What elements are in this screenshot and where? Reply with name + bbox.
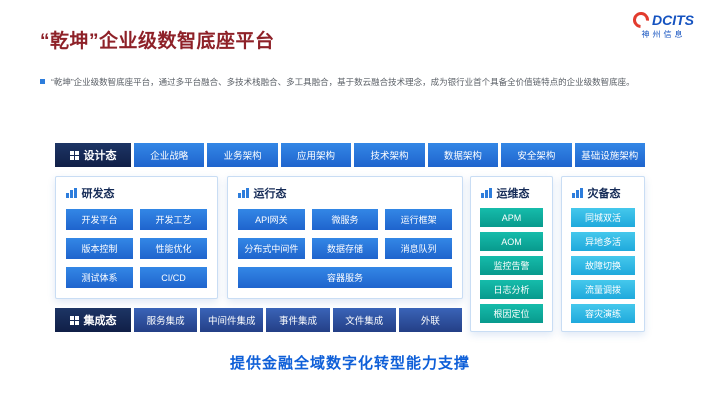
design-item: 数据架构 bbox=[427, 143, 499, 167]
ops-item: 日志分析 bbox=[480, 280, 543, 299]
ops-panel: 运维态 APM AOM 监控告警 日志分析 根因定位 bbox=[470, 176, 553, 332]
ops-label-text: 运维态 bbox=[496, 188, 530, 200]
design-item: 技术架构 bbox=[354, 143, 425, 167]
grid-icon bbox=[69, 315, 79, 325]
integration-item: 服务集成 bbox=[134, 308, 198, 332]
runtime-panel: 运行态 API网关 微服务 运行框架 分布式中间件 数据存储 消息队列 容器服务 bbox=[227, 176, 463, 299]
logo-row: DCITS bbox=[629, 8, 694, 32]
intro-text: “乾坤”企业级数智底座平台，通过多平台融合、多技术栈融合、多工具融合，基于数云融… bbox=[51, 77, 635, 87]
ops-panel-header: 运维态 bbox=[471, 177, 552, 201]
dr-label-text: 灾备态 bbox=[587, 188, 621, 200]
design-item: 安全架构 bbox=[501, 143, 572, 167]
dev-item: 测试体系 bbox=[66, 267, 133, 288]
logo-company-text: 神州信息 bbox=[641, 30, 686, 39]
dev-label-text: 研发态 bbox=[81, 188, 115, 200]
runtime-item: 运行框架 bbox=[385, 209, 452, 230]
runtime-item: API网关 bbox=[238, 209, 305, 230]
dev-item: 版本控制 bbox=[66, 238, 133, 259]
dr-panel-header: 灾备态 bbox=[562, 177, 644, 201]
runtime-item: 分布式中间件 bbox=[238, 238, 305, 259]
design-row: 设计态 企业战略 业务架构 应用架构 技术架构 数据架构 安全架构 基础设施架构 bbox=[55, 143, 645, 167]
integration-item: 中间件集成 bbox=[200, 308, 264, 332]
design-item: 应用架构 bbox=[280, 143, 352, 167]
bars-icon bbox=[481, 188, 492, 198]
dev-panel: 研发态 开发平台 开发工艺 版本控制 性能优化 测试体系 CI/CD bbox=[55, 176, 218, 299]
integration-label-text: 集成态 bbox=[83, 315, 117, 327]
design-item: 业务架构 bbox=[207, 143, 278, 167]
design-item: 基础设施架构 bbox=[574, 143, 645, 167]
integration-label: 集成态 bbox=[55, 308, 131, 332]
dr-panel: 灾备态 同城双活 异地多活 故障切换 流量调拨 容灾演练 bbox=[561, 176, 645, 332]
integration-item: 文件集成 bbox=[332, 308, 396, 332]
runtime-item: 消息队列 bbox=[385, 238, 452, 259]
runtime-panel-header: 运行态 bbox=[228, 177, 462, 201]
runtime-item: 微服务 bbox=[311, 209, 379, 230]
grid-icon bbox=[69, 150, 79, 160]
logo-brand-text: DCITS bbox=[652, 12, 694, 28]
runtime-item: 数据存储 bbox=[311, 238, 379, 259]
bars-icon bbox=[572, 188, 583, 198]
dr-list: 同城双活 异地多活 故障切换 流量调拨 容灾演练 bbox=[562, 201, 644, 330]
dr-item: 故障切换 bbox=[571, 256, 635, 275]
dcits-swoosh-icon bbox=[629, 8, 653, 32]
dr-item: 异地多活 bbox=[571, 232, 635, 251]
runtime-label-text: 运行态 bbox=[253, 188, 287, 200]
design-item: 企业战略 bbox=[134, 143, 205, 167]
ops-item: 监控告警 bbox=[480, 256, 543, 275]
dev-grid: 开发平台 开发工艺 版本控制 性能优化 测试体系 CI/CD bbox=[56, 201, 217, 296]
bars-icon bbox=[66, 188, 77, 198]
integration-row: 集成态 服务集成 中间件集成 事件集成 文件集成 外联 bbox=[55, 308, 463, 332]
dev-item: 性能优化 bbox=[140, 238, 207, 259]
ops-item: APM bbox=[480, 208, 543, 227]
bars-icon bbox=[238, 188, 249, 198]
ops-item: 根因定位 bbox=[480, 304, 543, 323]
bullet-square-icon bbox=[40, 79, 45, 84]
runtime-grid: API网关 微服务 运行框架 分布式中间件 数据存储 消息队列 容器服务 bbox=[228, 201, 462, 296]
dev-item: CI/CD bbox=[140, 267, 207, 288]
runtime-item-wide: 容器服务 bbox=[238, 267, 452, 288]
dev-item: 开发平台 bbox=[66, 209, 133, 230]
page-title: “乾坤”企业级数智底座平台 bbox=[40, 31, 275, 52]
footer-slogan: 提供金融全域数字化转型能力支撑 bbox=[229, 355, 470, 372]
integration-item: 事件集成 bbox=[266, 308, 330, 332]
ops-item: AOM bbox=[480, 232, 543, 251]
dr-item: 流量调拨 bbox=[571, 280, 635, 299]
dr-item: 同城双活 bbox=[571, 208, 635, 227]
integration-item: 外联 bbox=[398, 308, 463, 332]
intro-bullet-row: “乾坤”企业级数智底座平台，通过多平台融合、多技术栈融合、多工具融合，基于数云融… bbox=[40, 76, 690, 89]
design-label: 设计态 bbox=[55, 143, 131, 167]
ops-list: APM AOM 监控告警 日志分析 根因定位 bbox=[471, 201, 552, 330]
dev-panel-header: 研发态 bbox=[56, 177, 217, 201]
dcits-logo: DCITS 神州信息 bbox=[629, 8, 694, 40]
dr-item: 容灾演练 bbox=[571, 304, 635, 323]
design-label-text: 设计态 bbox=[83, 150, 117, 162]
dev-item: 开发工艺 bbox=[140, 209, 207, 230]
